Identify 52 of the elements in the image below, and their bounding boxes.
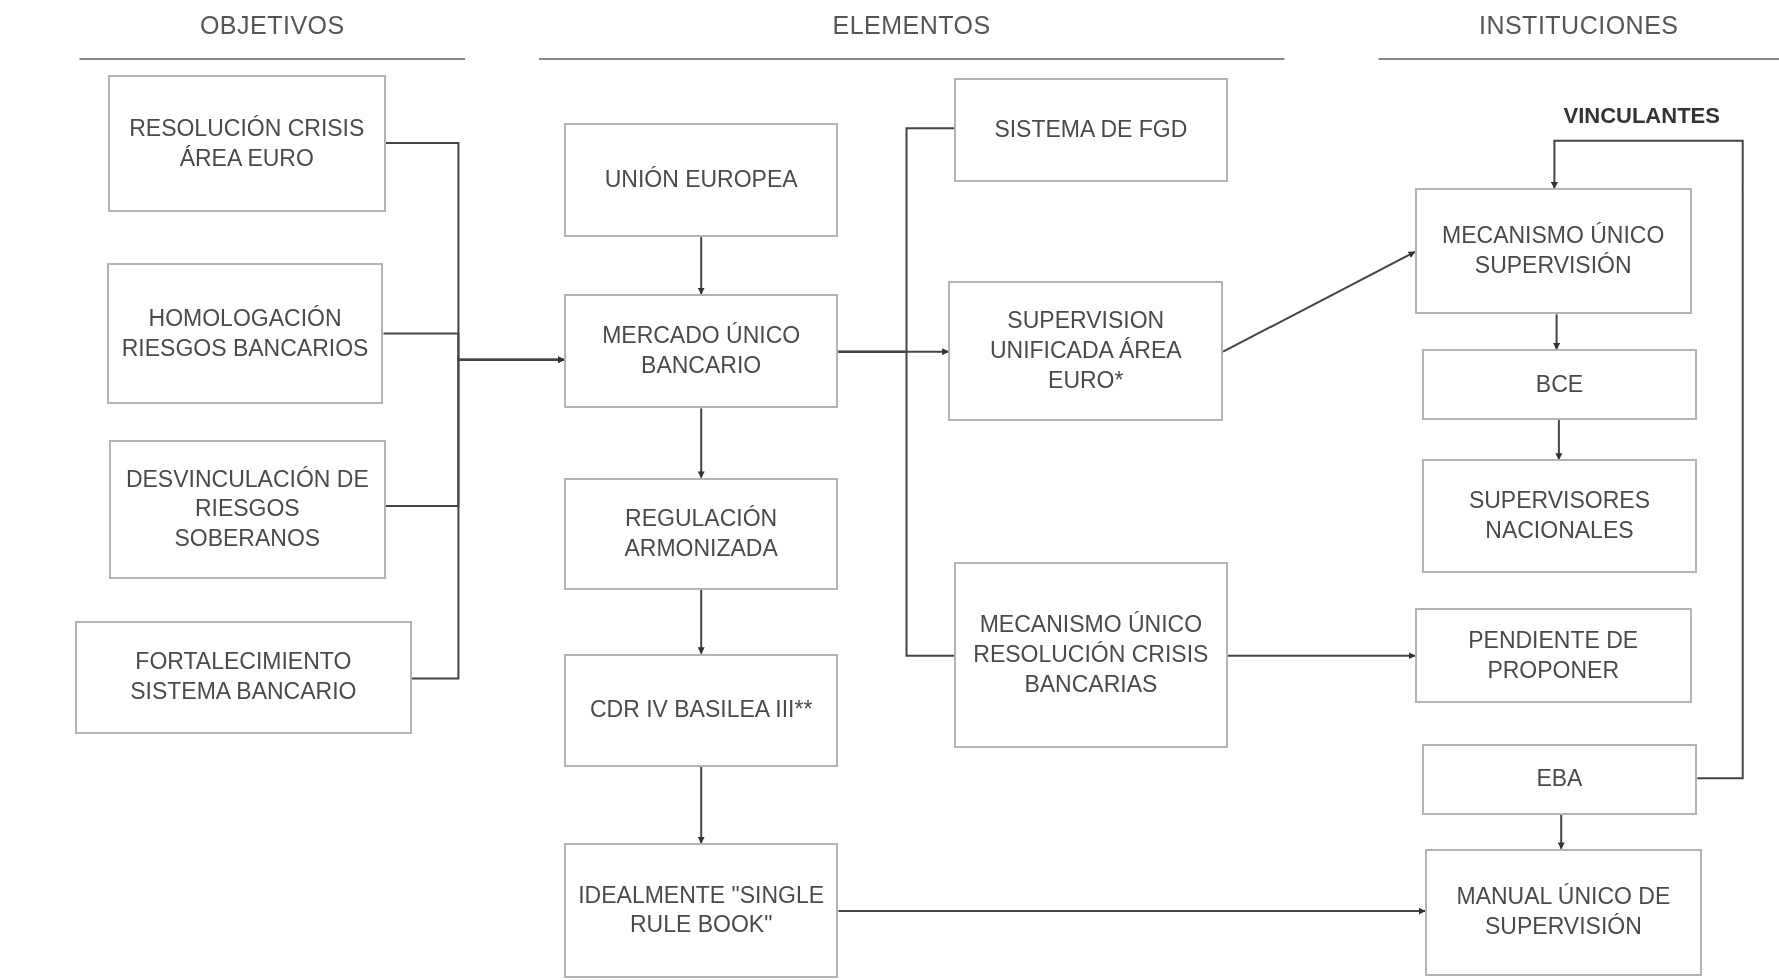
arrow xyxy=(697,236,705,295)
box-label: UNIÓN EUROPEA xyxy=(604,164,798,194)
process-box xyxy=(563,477,839,590)
arrow xyxy=(697,766,705,844)
arrow xyxy=(1555,418,1563,461)
process-box xyxy=(1425,848,1702,976)
box-label: MECANISMO ÚNICO SUPERVISIÓN xyxy=(1441,221,1666,281)
process-box xyxy=(563,842,839,978)
process-box xyxy=(954,561,1228,748)
process-box xyxy=(948,281,1224,421)
box-label: MECANISMO ÚNICO RESOLUCIÓN CRISIS BANCARIAS xyxy=(972,609,1210,699)
process-box xyxy=(954,78,1228,182)
connector-line xyxy=(837,350,956,657)
box-label: RESOLUCIÓN CRISIS ÁREA EURO xyxy=(128,113,366,173)
box-label: EBA xyxy=(1536,764,1583,794)
process-box xyxy=(108,440,386,579)
column-header: INSTITUCIONES xyxy=(1477,11,1680,41)
box-label: SISTEMA DE FGD xyxy=(994,114,1188,144)
process-box xyxy=(1414,608,1692,704)
process-box xyxy=(563,293,839,409)
process-box xyxy=(107,74,386,213)
box-label: PENDIENTE DE PROPONER xyxy=(1467,625,1640,685)
box-label: MERCADO ÚNICO BANCARIO xyxy=(601,321,802,381)
box-label: REGULACIÓN ARMONIZADA xyxy=(623,503,779,563)
box-label: IDEALMENTE "SINGLE RULE BOOK" xyxy=(577,880,826,940)
box-label: SUPERVISION UNIFICADA ÁREA EURO* xyxy=(988,306,1183,396)
arrow xyxy=(697,589,705,655)
process-box xyxy=(74,620,412,735)
box-label: FORTALECIMIENTO SISTEMA BANCARIO xyxy=(129,647,358,707)
arrow xyxy=(697,407,705,479)
process-box xyxy=(563,653,839,767)
arrow xyxy=(1553,313,1561,351)
process-box xyxy=(1421,744,1698,815)
arrow xyxy=(837,907,1426,915)
box-label: BCE xyxy=(1535,369,1584,399)
box-label: MANUAL ÚNICO DE SUPERVISIÓN xyxy=(1455,882,1672,942)
process-box xyxy=(1414,188,1692,315)
process-box xyxy=(1421,349,1698,420)
process-box xyxy=(1421,459,1698,573)
arrow xyxy=(1557,813,1565,850)
column-header: OBJETIVOS xyxy=(198,11,346,41)
box-label: DESVINCULACIÓN DE RIESGOS SOBERANOS xyxy=(124,464,370,554)
box-label: HOMOLOGACIÓN RIESGOS BANCARIOS xyxy=(120,303,370,363)
process-box xyxy=(563,122,839,238)
arrow xyxy=(410,356,565,680)
column-header: ELEMENTOS xyxy=(831,11,992,41)
arrow xyxy=(1226,652,1416,660)
box-label: SUPERVISORES NACIONALES xyxy=(1467,486,1651,546)
process-box xyxy=(106,263,384,404)
arrow xyxy=(1550,139,1744,780)
arrow xyxy=(1222,250,1416,353)
box-label: CDR IV BASILEA III** xyxy=(589,695,813,725)
